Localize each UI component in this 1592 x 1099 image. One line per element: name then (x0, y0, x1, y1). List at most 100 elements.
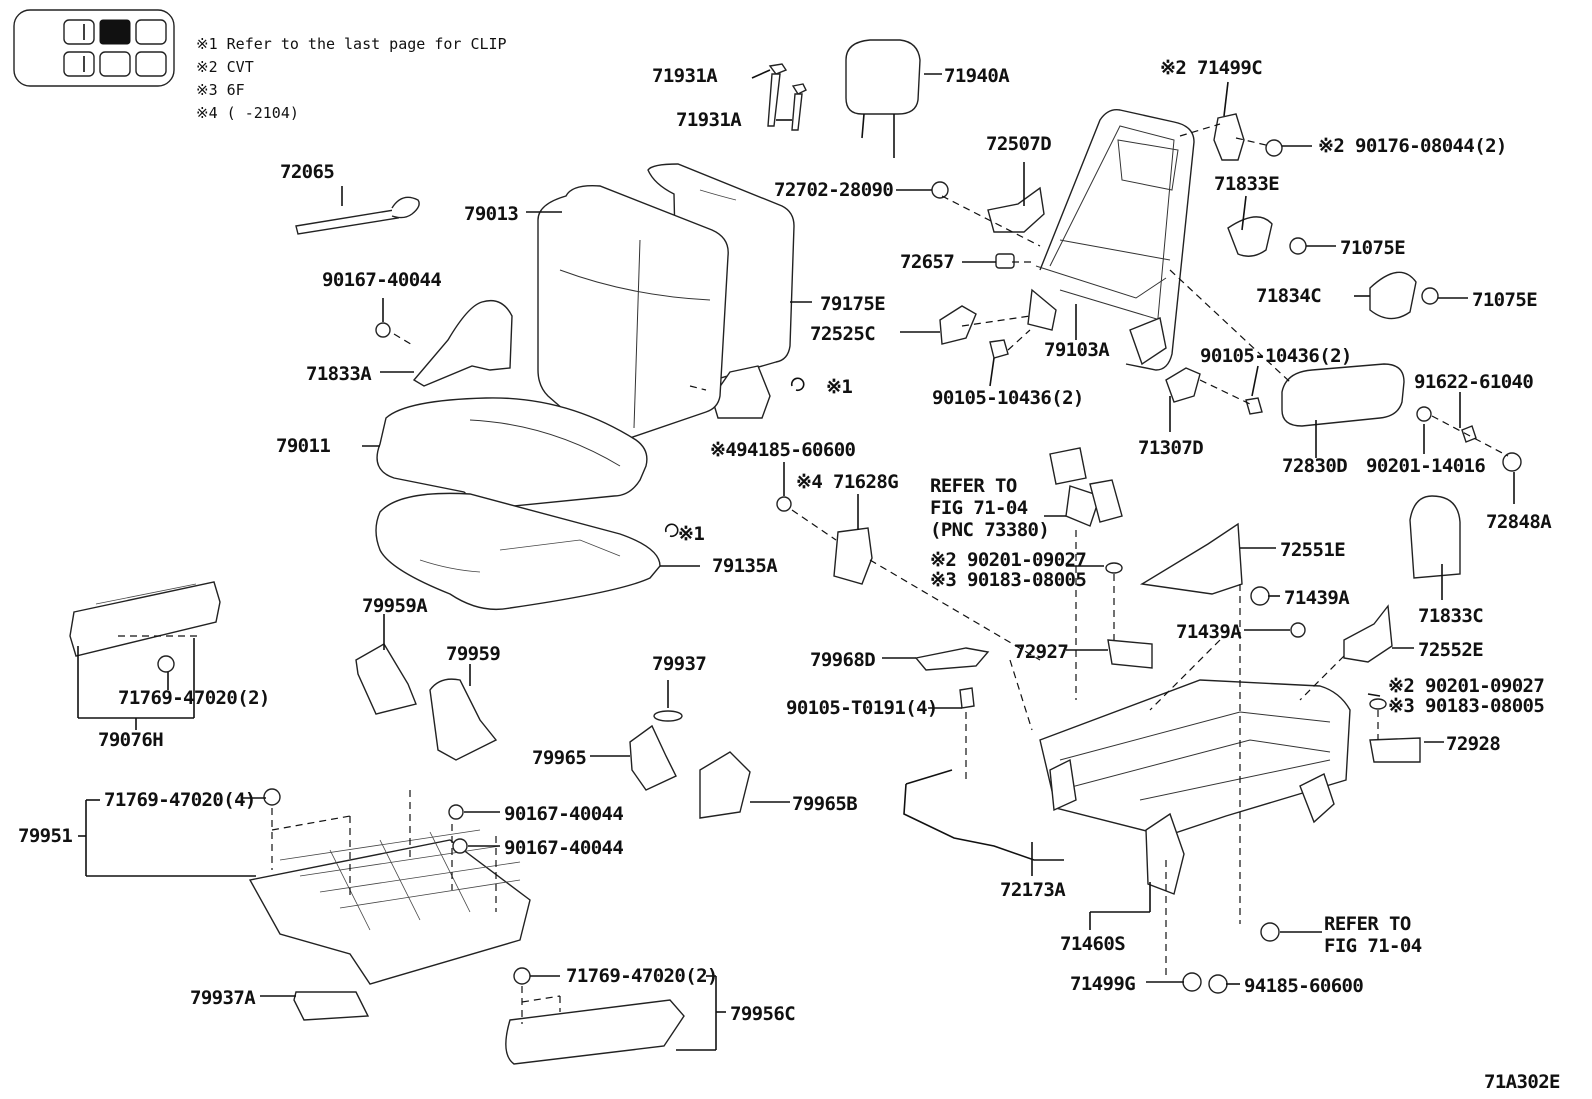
seatback-frame (1027, 109, 1195, 371)
label-71460S: 71460S (1060, 933, 1125, 955)
label-79937A: 79937A (190, 987, 256, 1009)
label-91622: 91622-61040 (1414, 371, 1533, 393)
label-71834C: 71834C (1256, 285, 1321, 307)
label-90105-T: 90105-T0191(4) (786, 697, 938, 719)
label-71628G: ※4 71628G (796, 471, 898, 493)
label-90201-09027-b: ※2 90201-09027 (1388, 675, 1544, 697)
part-79959A (355, 643, 417, 715)
clip-71439A-1 (1250, 586, 1270, 606)
refer-upper-2: FIG 71-04 (930, 497, 1028, 519)
note-4: ※4 ( -2104) (196, 104, 299, 122)
recliner-71499C (1213, 113, 1245, 161)
label-71307D: 71307D (1138, 437, 1203, 459)
seatback-cushion (537, 185, 729, 443)
label-71499C: ※2 71499C (1160, 57, 1262, 79)
label-90183-b: ※3 90183-08005 (1388, 695, 1544, 717)
bracket-72552E (1343, 604, 1393, 663)
bracket-72507D (987, 186, 1045, 233)
label-72702: 72702-28090 (774, 179, 893, 201)
label-72173A: 72173A (1000, 879, 1066, 901)
label-71833A: 71833A (306, 363, 372, 385)
label-90167-a: 90167-40044 (322, 269, 441, 291)
part-71628G (833, 527, 873, 585)
cover-71833E (1227, 216, 1273, 257)
part-79965B (699, 751, 751, 819)
part-79937 (653, 710, 683, 722)
cover-71834C (1369, 271, 1417, 320)
label-71075E-1: 71075E (1340, 237, 1405, 259)
label-90167-c: 90167-40044 (504, 837, 623, 859)
part-labels: 71931A 71931A 71940A ※2 71499C ※2 90176-… (18, 57, 1561, 1093)
nut-71499G (1182, 972, 1202, 992)
bracket-72928 (1369, 737, 1421, 763)
clip-71769-2b (513, 967, 531, 985)
label-71940A: 71940A (944, 65, 1010, 87)
assembly-dashed-lines (118, 123, 1509, 1024)
side-cover-left (375, 299, 513, 387)
label-79956C: 79956C (730, 1003, 795, 1025)
washer-upper (1105, 562, 1123, 574)
refer-upper-3: (PNC 73380) (930, 519, 1049, 541)
washer-90201-14016 (1416, 406, 1432, 422)
label-72928: 72928 (1446, 733, 1500, 755)
bolt-90105-T (959, 687, 975, 709)
label-71499G: 71499G (1070, 973, 1135, 995)
label-94185-a: ※494185-60600 (710, 439, 856, 461)
note-3: ※3 6F (196, 81, 245, 99)
label-79135A: 79135A (712, 555, 778, 577)
headrest-pin-parts (767, 63, 807, 131)
label-71075E-2: 71075E (1472, 289, 1537, 311)
label-clip-1a: ※1 (826, 376, 852, 398)
bolt-90105-b (1245, 397, 1263, 415)
cap-72848A (1502, 452, 1522, 472)
clip-symbol-1 (790, 377, 805, 392)
label-72065: 72065 (280, 161, 334, 183)
part-79968D (914, 647, 990, 671)
label-72848A: 72848A (1486, 511, 1552, 533)
seat-position-icon (13, 9, 175, 87)
label-71833E: 71833E (1214, 173, 1279, 195)
nut-refer-lower (1260, 922, 1280, 942)
under-tray-79951 (248, 788, 531, 985)
label-90201-14016: 90201-14016 (1366, 455, 1485, 477)
label-79175E: 79175E (820, 293, 885, 315)
label-72552E: 72552E (1418, 639, 1483, 661)
seat-cushion (376, 397, 648, 509)
label-72551E: 72551E (1280, 539, 1345, 561)
label-79103A: 79103A (1044, 339, 1110, 361)
label-71769-2: 71769-47020(2) (118, 687, 270, 709)
refer-lower-1: REFER TO (1324, 913, 1411, 935)
part-72525C (939, 305, 977, 345)
part-71307D (1165, 367, 1201, 403)
label-clip-1b: ※1 (678, 523, 704, 545)
label-71439A-1: 71439A (1284, 587, 1350, 609)
label-79968D: 79968D (810, 649, 875, 671)
label-79011: 79011 (276, 435, 330, 457)
label-72525C: 72525C (810, 323, 875, 345)
clip-71075E-1 (1289, 237, 1307, 255)
washer-lower (1369, 698, 1387, 710)
label-90105-b: 90105-10436(2) (1200, 345, 1352, 367)
cover-71833C (1409, 495, 1461, 579)
label-79965: 79965 (532, 747, 586, 769)
clip-71075E-2 (1421, 287, 1439, 305)
label-71769-2b: 71769-47020(2) (566, 965, 718, 987)
notes-block: ※1 Refer to the last page for CLIP ※2 CV… (196, 35, 507, 122)
label-72507D: 72507D (986, 133, 1051, 155)
nut-94185-a (776, 496, 792, 512)
figure-id: 71A302E (1484, 1071, 1560, 1093)
bolt-90176 (1265, 139, 1283, 157)
label-79013: 79013 (464, 203, 518, 225)
label-90105-a: 90105-10436(2) (932, 387, 1084, 409)
seat-belt-buckle (1049, 447, 1123, 527)
note-2: ※2 CVT (196, 58, 254, 76)
label-79959: 79959 (446, 643, 500, 665)
label-94185-b: 94185-60600 (1244, 975, 1363, 997)
nut-94185-b (1208, 974, 1228, 994)
pad-79937A (293, 991, 370, 1021)
armrest-72830D (1281, 363, 1405, 427)
label-79959A: 79959A (362, 595, 428, 617)
part-79965 (629, 724, 677, 791)
bolt-72702 (931, 181, 949, 199)
